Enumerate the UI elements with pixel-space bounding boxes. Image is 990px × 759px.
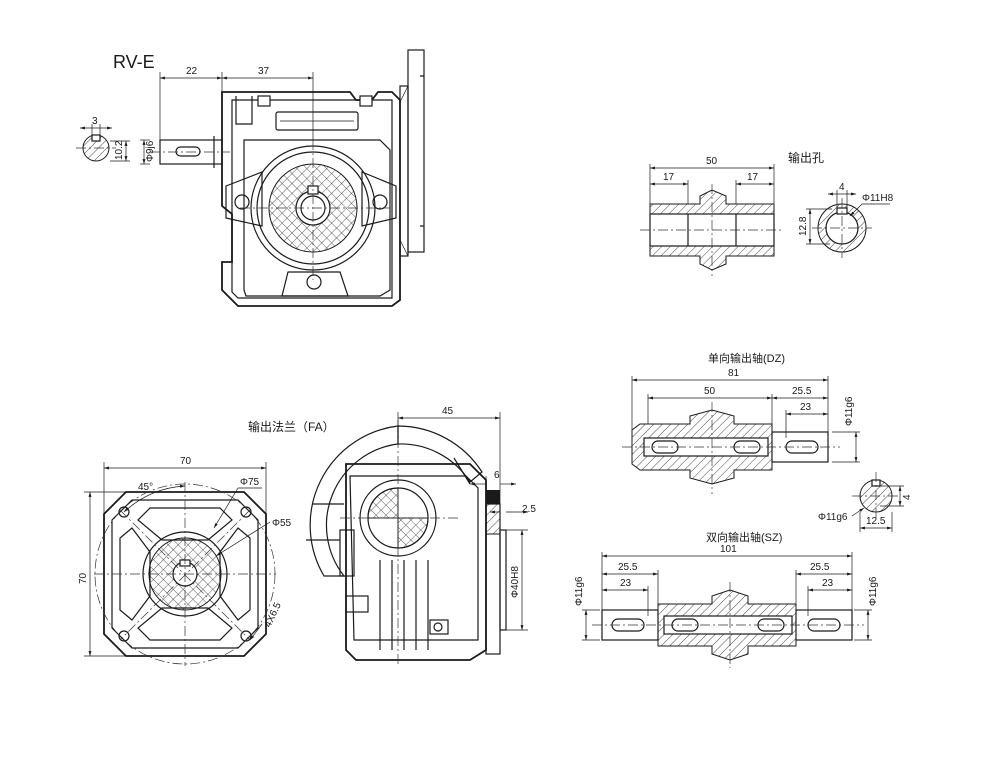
flange-caption: 输出法兰（FA） (248, 419, 335, 434)
flange-spigot: Φ55 (272, 518, 292, 529)
flange-height: 70 (78, 572, 89, 584)
double-left-diameter: Φ11g6 (574, 576, 585, 606)
hole-bore-label: Φ11H8 (862, 193, 894, 204)
dim-37: 37 (258, 66, 270, 77)
single-shaft-caption: 单向输出轴(DZ) (708, 351, 785, 365)
section-key: 4 (902, 494, 913, 500)
hole-length-total: 50 (706, 156, 718, 167)
shaft-diameter-label: Φ9j6 (145, 140, 156, 162)
output-hole-caption: 输出孔 (788, 150, 824, 165)
output-flange-view: 输出法兰（FA） 70 70 45° Φ75 (78, 419, 335, 666)
main-front-view: 22 37 Φ9j6 (140, 49, 425, 307)
side-spigot-depth: 2.5 (522, 504, 536, 515)
double-left-ext: 25.5 (618, 562, 638, 573)
flange-side-view: 45 6 2.5 Φ40H8 (306, 406, 536, 666)
double-right-diameter: Φ11g6 (868, 576, 879, 606)
section-depth: 12.5 (866, 516, 886, 527)
single-output-shaft-view: 单向输出轴(DZ) 81 50 25.5 23 Φ11g6 4 (622, 351, 913, 532)
flange-pcd: Φ75 (240, 477, 260, 488)
single-key-len: 23 (800, 402, 812, 413)
side-offset: 45 (442, 406, 454, 417)
single-shaft-ext: 25.5 (792, 386, 812, 397)
single-length-total: 81 (728, 368, 740, 379)
key-width-label: 3 (92, 116, 98, 127)
double-length-total: 101 (720, 544, 737, 555)
side-flange-thk: 6 (494, 470, 500, 481)
input-shaft-section: 3 10.2 (76, 116, 130, 162)
double-right-ext: 25.5 (810, 562, 830, 573)
model-title: RV-E (113, 52, 155, 72)
flange-width: 70 (180, 456, 192, 467)
single-length-body: 50 (704, 386, 716, 397)
double-shaft-caption: 双向输出轴(SZ) (706, 530, 782, 544)
key-depth-label: 10.2 (114, 140, 125, 160)
double-left-key: 23 (620, 578, 632, 589)
side-spigot-diameter: Φ40H8 (510, 566, 521, 598)
hole-length-left: 17 (663, 172, 675, 183)
hole-key-width: 4 (839, 182, 845, 193)
single-diameter: Φ11g6 (844, 396, 855, 426)
hole-length-right: 17 (747, 172, 759, 183)
section-diameter: Φ11g6 (818, 512, 848, 523)
hole-key-depth: 12.8 (798, 216, 809, 236)
dim-22: 22 (186, 66, 198, 77)
double-output-shaft-view: 双向输出轴(SZ) 101 25.5 23 25.5 23 Φ11g6 Φ (574, 530, 879, 668)
output-hole-view: 输出孔 50 17 17 4 12.8 Φ11H8 (640, 150, 894, 276)
double-right-key: 23 (822, 578, 834, 589)
flange-angle: 45° (138, 482, 153, 493)
